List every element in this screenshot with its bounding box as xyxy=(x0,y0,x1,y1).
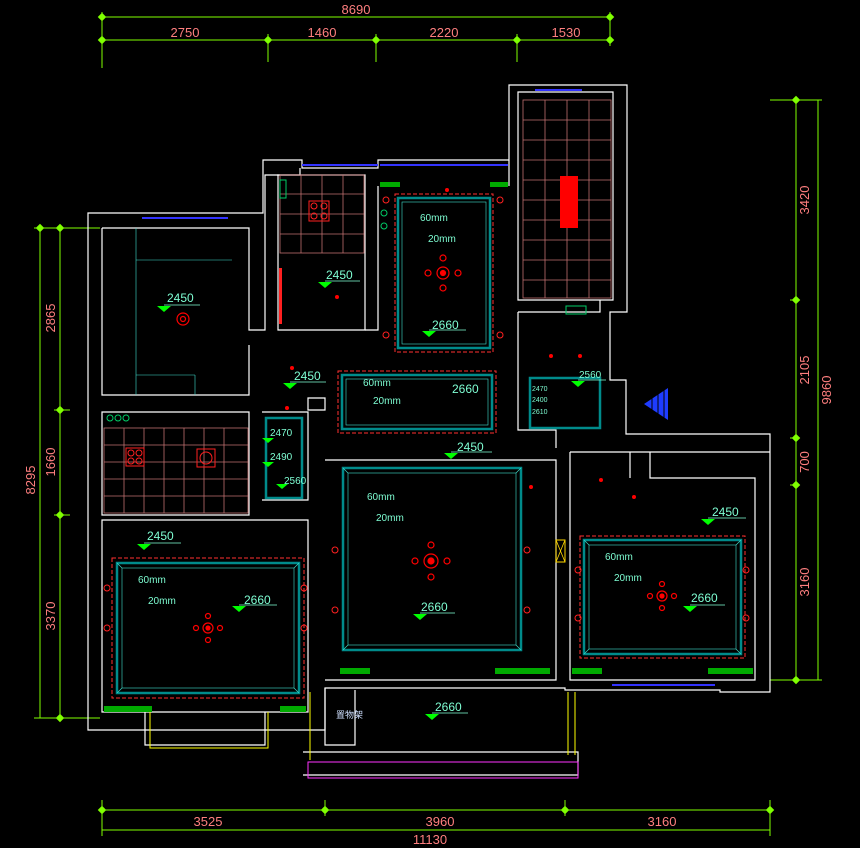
height-label-living-main: 2660 xyxy=(421,600,448,614)
height-label-master: 2450 xyxy=(147,529,174,543)
vent-strips xyxy=(104,182,753,712)
height-label-balcony: 2660 xyxy=(435,700,462,714)
entrance-arrow-icon xyxy=(644,388,668,420)
height-underlines xyxy=(144,280,746,714)
shelf-label: 置物架 xyxy=(336,709,363,721)
height-label-bed-right: 2450 xyxy=(712,505,739,519)
spotlights xyxy=(103,196,750,632)
ceiling-frames xyxy=(115,196,743,695)
downlights xyxy=(285,188,636,499)
dim-top-total: 8690 xyxy=(342,2,371,17)
height-label-closet-2: 2490 xyxy=(270,452,293,463)
dim-right-seg-3: 700 xyxy=(797,451,812,473)
height-label-dining: 2660 xyxy=(452,382,479,396)
height-label-corridor: 2450 xyxy=(294,369,321,383)
height-label-bed-right-inner: 2660 xyxy=(691,591,718,605)
stove-icons xyxy=(125,200,330,468)
dim-right-total: 9860 xyxy=(819,376,834,405)
entrance-arrow-lines xyxy=(651,390,665,418)
height-label-bath: 2450 xyxy=(326,268,353,282)
chandeliers xyxy=(176,254,678,644)
height-label-right-small-2: 2400 xyxy=(532,397,548,404)
dim-right-seg-2: 2105 xyxy=(797,356,812,385)
dim-left-seg-1: 2865 xyxy=(43,304,58,333)
door-marker xyxy=(555,539,566,563)
door-cross xyxy=(555,539,566,563)
height-label-right-small-top: 2560 xyxy=(579,370,602,381)
dim-bottom-seg-1: 3525 xyxy=(194,814,223,829)
tile-kitchen-left xyxy=(103,427,249,514)
light-strip xyxy=(279,268,282,324)
dim-top-seg-1: 2750 xyxy=(171,25,200,40)
height-label-right-small-3: 2610 xyxy=(532,409,548,416)
sink-icons xyxy=(106,179,587,422)
balcony-railing xyxy=(307,761,579,779)
callout-60mm-master: 60mm xyxy=(138,575,166,586)
windows xyxy=(142,89,715,686)
tile-bath-right xyxy=(522,99,612,299)
height-label-living-top: 2660 xyxy=(432,318,459,332)
ceiling-inner xyxy=(116,201,742,694)
height-label-closet-1: 2470 xyxy=(270,428,293,439)
dim-bottom-seg-3: 3160 xyxy=(648,814,677,829)
dim-right-seg-4: 3160 xyxy=(797,568,812,597)
dim-top-seg-2: 1460 xyxy=(308,25,337,40)
dim-bottom-seg-2: 3960 xyxy=(426,814,455,829)
callout-60mm-dining: 60mm xyxy=(363,378,391,389)
height-label-closet-3: 2560 xyxy=(284,476,307,487)
callout-20mm-bed-right: 20mm xyxy=(614,573,642,584)
ceiling-dashed xyxy=(111,193,746,699)
dim-top-seg-3: 2220 xyxy=(430,25,459,40)
height-label-bedroom-nw: 2450 xyxy=(167,291,194,305)
height-label-master-inner: 2660 xyxy=(244,593,271,607)
balcony-lines xyxy=(149,692,576,760)
dim-left-seg-3: 3370 xyxy=(43,602,58,631)
height-label-living: 2450 xyxy=(457,440,484,454)
dim-right-seg-1: 3420 xyxy=(797,186,812,215)
callout-60mm-top: 60mm xyxy=(420,213,448,224)
dim-bottom-total: 11130 xyxy=(413,832,447,847)
height-markers xyxy=(137,282,715,720)
callout-20mm-master: 20mm xyxy=(148,596,176,607)
callout-60mm-living: 60mm xyxy=(367,492,395,503)
height-label-right-small-1: 2470 xyxy=(532,386,548,393)
callout-60mm-bed-right: 60mm xyxy=(605,552,633,563)
callout-20mm-living: 20mm xyxy=(376,513,404,524)
callout-20mm-top: 20mm xyxy=(428,234,456,245)
bathtub-marker xyxy=(560,176,578,228)
dim-left-total: 8295 xyxy=(23,466,38,495)
dim-left-seg-2: 1660 xyxy=(43,448,58,477)
dim-top-seg-4: 1530 xyxy=(552,25,581,40)
callout-20mm-dining: 20mm xyxy=(373,396,401,407)
